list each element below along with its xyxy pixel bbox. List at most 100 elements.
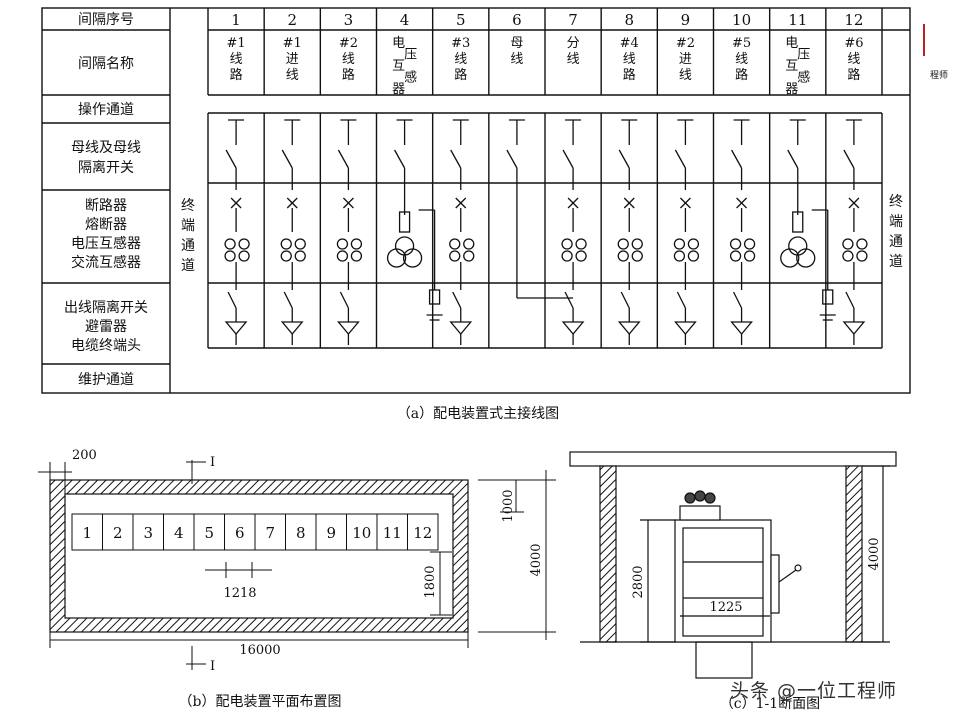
bay-number: 2 xyxy=(287,11,297,29)
row-labels: 间隔序号 间隔名称 操作通道 母线及母线 隔离开关 断路器 熔断器 电压互感器 … xyxy=(64,12,148,388)
plan-cell-label: 7 xyxy=(265,524,275,542)
plan-cell xyxy=(285,513,317,551)
bay-name-char: 线 xyxy=(679,68,692,83)
bay-name-char: 进 xyxy=(286,52,299,67)
dim-top-gap: 1000 xyxy=(501,489,516,522)
end-aisle-char: 终 xyxy=(181,198,195,214)
row-label-out-2: 避雷器 xyxy=(85,319,127,335)
bay-name-char: 线 xyxy=(623,52,636,67)
bay-name-char: 器 xyxy=(785,82,798,97)
bay-name-char: 路 xyxy=(342,67,355,83)
row-label-brk-4: 交流互感器 xyxy=(71,254,141,271)
panel-a-frame xyxy=(41,7,911,394)
dim-room-height: 4000 xyxy=(867,537,882,570)
bay-name-char: 线 xyxy=(847,52,860,67)
bay-schematic xyxy=(780,119,836,321)
section-mark-top: I xyxy=(210,455,215,470)
bay-number: 3 xyxy=(344,11,354,29)
end-aisle-char: 道 xyxy=(181,258,195,274)
bay-number: 5 xyxy=(456,11,466,29)
bay-schematic xyxy=(673,119,700,345)
bay-number: 11 xyxy=(788,11,807,29)
dim-cabinet-height: 2800 xyxy=(631,565,646,598)
bay-number: 8 xyxy=(624,11,634,29)
row-label-brk-1: 断路器 xyxy=(85,198,127,214)
end-aisle-char: 道 xyxy=(889,254,903,270)
row-label-out-1: 出线隔离开关 xyxy=(64,299,148,316)
section-mark-bottom: I xyxy=(210,659,215,674)
plan-cell-label: 11 xyxy=(383,524,402,542)
bay-schematic xyxy=(280,119,306,345)
bay-name-char: #3 xyxy=(451,36,470,51)
bay-schematic xyxy=(729,119,756,345)
bay-name-char: 电 xyxy=(785,36,798,51)
bay-name-char: 线 xyxy=(510,52,523,67)
bay-name-char: 路 xyxy=(230,67,243,83)
row-label-seq: 间隔序号 xyxy=(78,12,134,28)
roof-slab xyxy=(569,451,897,467)
plan-cell xyxy=(315,513,347,551)
dim-wall: 200 xyxy=(72,448,97,463)
row-label-out-3: 电缆终端头 xyxy=(71,338,141,354)
switchgear-cabinet xyxy=(674,519,772,643)
plan-cell xyxy=(163,513,195,551)
bay-name-char: 路 xyxy=(454,67,467,83)
plan-cell-label: 1 xyxy=(82,524,92,542)
bay-number: 12 xyxy=(844,11,863,29)
panel-c-caption: （c）1-1断面图 xyxy=(720,696,820,712)
bay-name-char: #5 xyxy=(732,36,751,51)
dim-height: 4000 xyxy=(529,543,544,576)
plan-cell-label: 3 xyxy=(143,524,153,542)
bay-name-char: 压 xyxy=(797,48,810,63)
plan-cell xyxy=(407,513,439,551)
end-aisle-char: 端 xyxy=(889,214,903,230)
plan-cell-label: 2 xyxy=(113,524,123,542)
watermark: 头条 @一位工程师 xyxy=(730,680,898,702)
bay-name-char: 线 xyxy=(454,52,467,67)
bay-name-char: 电 xyxy=(392,36,405,51)
bay-name-char: 线 xyxy=(735,52,748,67)
bay-schematics xyxy=(224,119,868,345)
panel-a-caption: （a）配电装置式主接线图 xyxy=(397,405,559,422)
bushing-box xyxy=(679,505,721,521)
bay-number: 4 xyxy=(400,11,410,29)
row-label-bus-2: 隔离开关 xyxy=(78,159,134,176)
dim-cabinet-width: 1225 xyxy=(709,600,742,615)
bay-name-char: 路 xyxy=(847,67,860,83)
bay-schematic xyxy=(506,119,574,299)
bay-name-char: 路 xyxy=(623,67,636,83)
row-label-brk-3: 电压互感器 xyxy=(71,235,141,252)
bay-schematic xyxy=(449,119,475,345)
row-label-op-aisle: 操作通道 xyxy=(78,102,134,118)
plan-cell xyxy=(224,513,256,551)
bay-schematic xyxy=(224,119,250,345)
plan-cell xyxy=(102,513,134,551)
plan-cell-label: 9 xyxy=(326,524,336,542)
panel-b-caption: （b）配电装置平面布置图 xyxy=(179,694,342,710)
bay-name-char: #2 xyxy=(676,36,695,51)
bay-name-char: 互 xyxy=(392,59,405,74)
cable-trench xyxy=(695,641,753,679)
bay-number: 1 xyxy=(231,11,241,29)
bay-name-char: 路 xyxy=(735,67,748,83)
bay-number: 6 xyxy=(512,11,522,29)
bay-name-char: 母 xyxy=(510,36,523,51)
bay-name-char: 分 xyxy=(567,36,580,51)
plan-cell-label: 5 xyxy=(204,524,214,542)
bay-name-char: 线 xyxy=(230,52,243,67)
panel-c xyxy=(569,451,897,679)
bay-name-char: #2 xyxy=(339,36,358,51)
bay-name-char: #4 xyxy=(620,36,639,51)
panel-a-side-note: 程师 xyxy=(930,69,948,81)
bay-name-char: 进 xyxy=(679,52,692,67)
row-label-name: 间隔名称 xyxy=(78,56,134,72)
row-label-maint: 维护通道 xyxy=(78,372,134,388)
plan-cell-label: 10 xyxy=(352,524,371,542)
bay-schematic xyxy=(561,119,587,345)
bay-number: 10 xyxy=(732,11,751,29)
bay-name-char: #1 xyxy=(226,36,245,51)
plan-cell-label: 12 xyxy=(413,524,432,542)
